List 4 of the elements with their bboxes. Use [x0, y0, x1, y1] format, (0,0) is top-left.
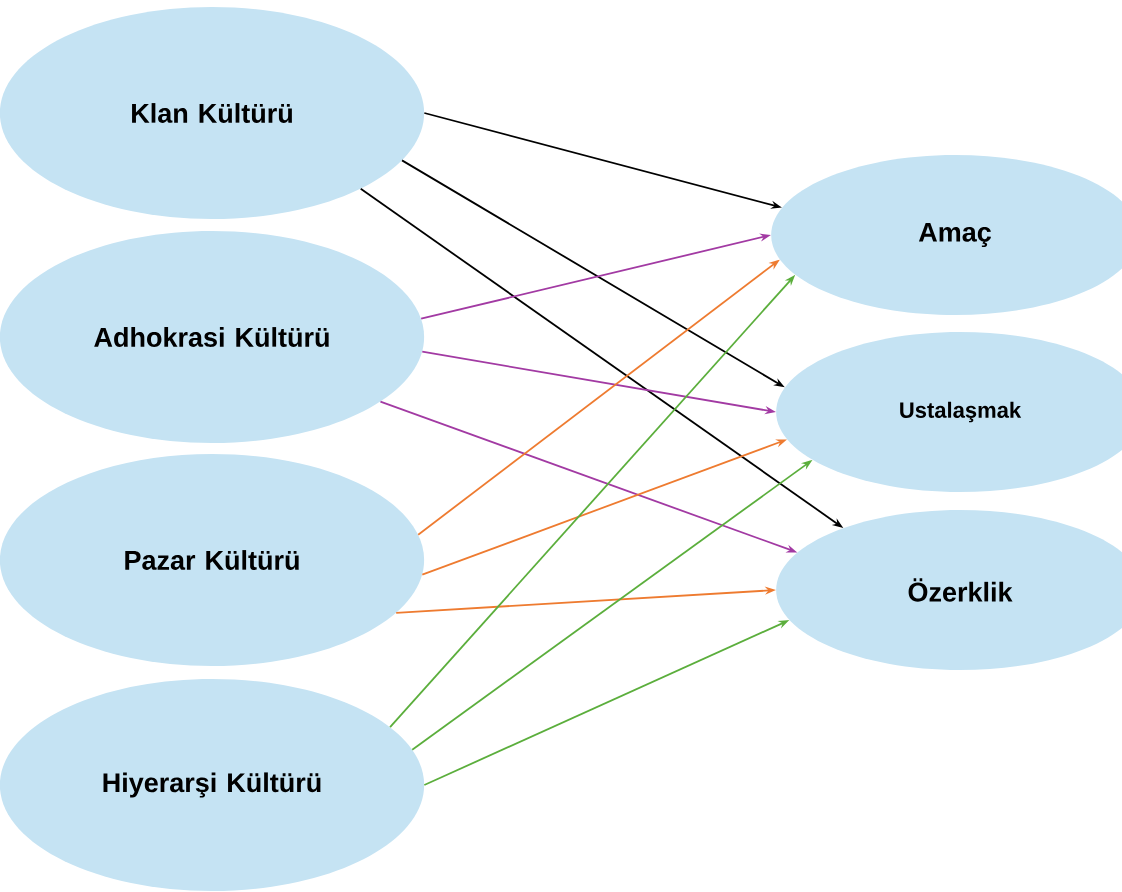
ellipse-node: Pazar Kültürü [0, 454, 425, 666]
ellipse-node: Adhokrasi Kültürü [0, 231, 425, 443]
ellipse-node: Hiyerarşi Kültürü [0, 679, 425, 891]
ellipse-node: Klan Kültürü [0, 7, 425, 219]
